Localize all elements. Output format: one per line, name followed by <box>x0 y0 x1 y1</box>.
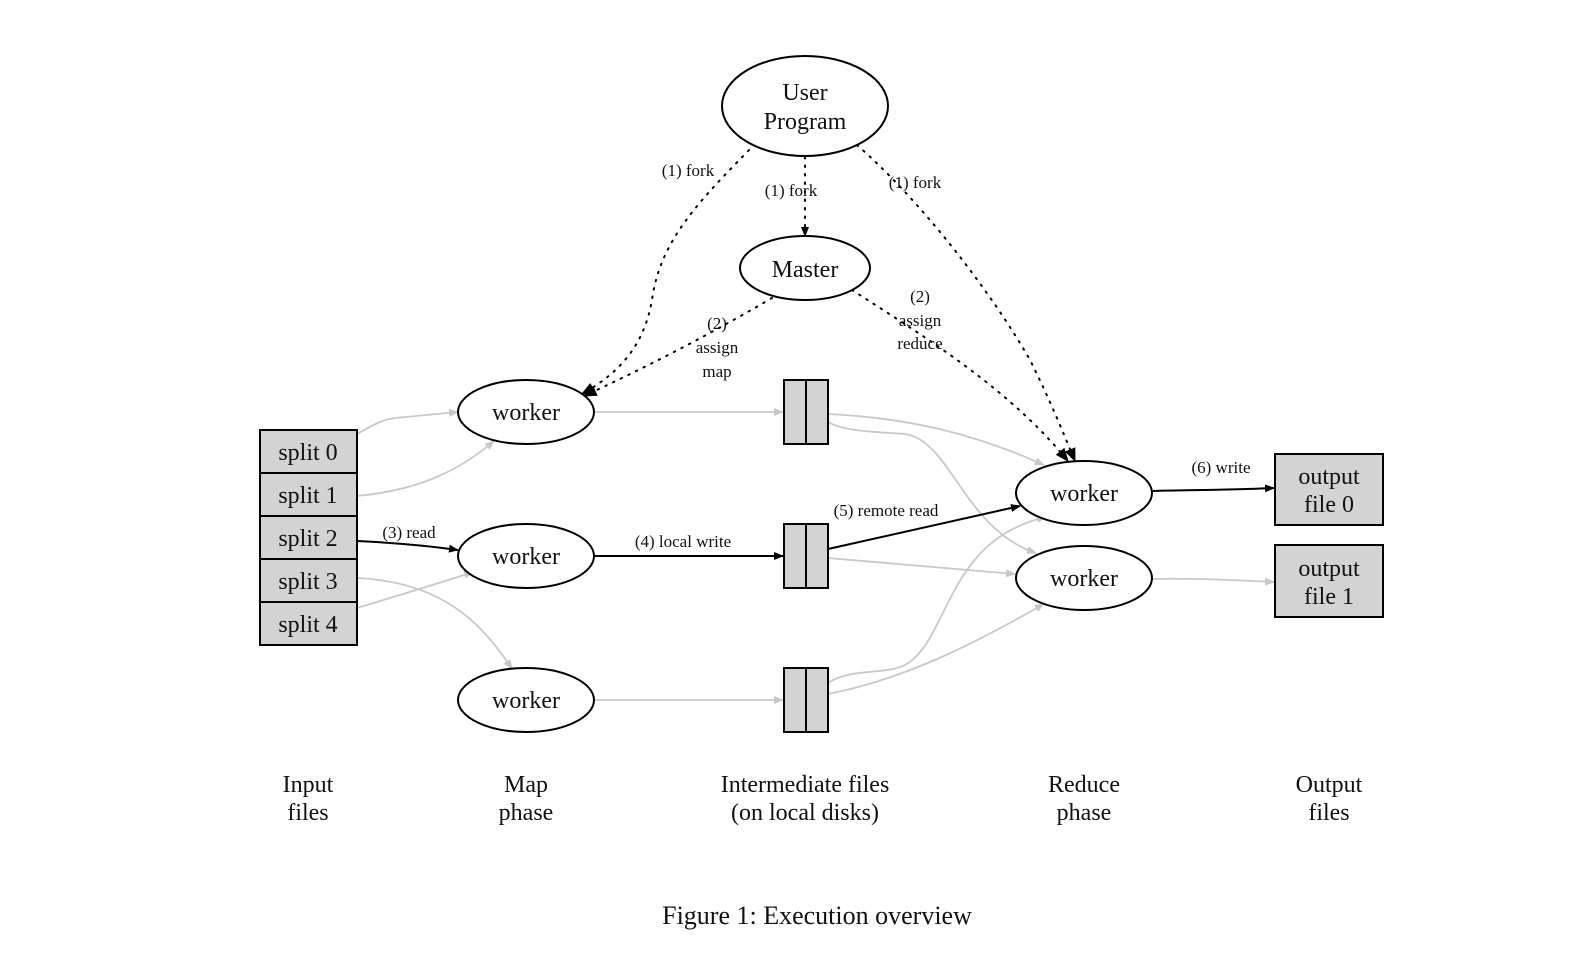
intermediate-file-1 <box>783 379 829 445</box>
user-program-line2: Program <box>764 109 847 135</box>
output-file-1-line1: output <box>1298 556 1360 582</box>
input-col-line1: Input <box>283 772 334 798</box>
read-label: (3) read <box>382 523 436 542</box>
worker-label: worker <box>1050 481 1118 507</box>
assign-map-line2: assign <box>696 338 739 357</box>
gray-edges <box>356 408 1275 704</box>
column-labels: Input files Map phase Intermediate files… <box>283 772 1363 826</box>
map-worker-1: worker <box>457 379 595 445</box>
reduce-worker-1: worker <box>1015 460 1153 526</box>
worker-label: worker <box>492 544 560 570</box>
split-3-label: split 3 <box>278 569 337 595</box>
edge-split2-worker2 <box>356 540 459 553</box>
assign-reduce-line3: reduce <box>897 334 942 353</box>
edge-assign-reduce <box>851 289 1069 463</box>
reduce-worker-2: worker <box>1015 545 1153 611</box>
split-0-label: split 0 <box>278 440 337 466</box>
reduce-col-line1: Reduce <box>1048 772 1120 798</box>
edge-split4-worker2 <box>356 571 474 609</box>
write-label: (6) write <box>1191 458 1250 477</box>
edge-reduce2-output1 <box>1152 577 1275 586</box>
output-file-0-line1: output <box>1298 464 1360 490</box>
intermediate-file-2 <box>783 523 829 589</box>
input-splits: split 0 split 1 split 2 split 3 split 4 <box>259 429 358 646</box>
output-col-line1: Output <box>1296 772 1363 798</box>
edge-file3-reduce2 <box>827 603 1045 695</box>
worker-label: worker <box>492 688 560 714</box>
assign-map-line1: (2) <box>707 314 727 333</box>
edge-reduce1-output0 <box>1152 484 1275 493</box>
fork-right-label: (1) fork <box>889 173 942 192</box>
map-col-line2: phase <box>499 800 554 826</box>
output-file-1: output file 1 <box>1274 544 1384 618</box>
map-worker-3: worker <box>457 667 595 733</box>
output-col-line2: files <box>1308 800 1349 826</box>
edge-split0-worker1 <box>356 408 459 435</box>
assign-reduce-line2: assign <box>899 311 942 330</box>
output-file-0: output file 0 <box>1274 453 1384 526</box>
edge-file1-reduce1 <box>827 413 1045 466</box>
edge-assign-map <box>582 297 773 397</box>
master-node: Master <box>739 235 871 301</box>
intermediate-col-line2: (on local disks) <box>731 800 879 826</box>
edge-file2-reduce2 <box>827 557 1016 578</box>
local-write-label: (4) local write <box>635 532 731 551</box>
assign-reduce-line1: (2) <box>910 287 930 306</box>
worker-label: worker <box>1050 566 1118 592</box>
edge-split3-worker3 <box>356 577 513 670</box>
split-4-label: split 4 <box>278 612 337 638</box>
intermediate-col-line1: Intermediate files <box>721 772 890 798</box>
edge-file1-reduce2 <box>827 421 1037 555</box>
reduce-col-line2: phase <box>1057 800 1112 826</box>
user-program-node: User Program <box>721 55 889 157</box>
intermediate-file-3 <box>783 667 829 733</box>
remote-read-label: (5) remote read <box>834 501 939 520</box>
user-program-line1: User <box>782 80 827 106</box>
output-file-0-line2: file 0 <box>1304 492 1354 518</box>
edge-split1-worker1 <box>356 440 495 497</box>
fork-left-label: (1) fork <box>662 161 715 180</box>
output-file-1-line2: file 1 <box>1304 584 1354 610</box>
dark-edges <box>356 484 1275 560</box>
split-2-label: split 2 <box>278 526 337 552</box>
map-col-line1: Map <box>504 772 548 798</box>
assign-map-line3: map <box>702 362 731 381</box>
edge-file2-reduce1 <box>827 504 1021 550</box>
edge-file3-reduce1 <box>827 515 1047 684</box>
split-1-label: split 1 <box>278 483 337 509</box>
input-col-line2: files <box>287 800 328 826</box>
figure-caption: Figure 1: Execution overview <box>662 901 972 930</box>
map-worker-2: worker <box>457 523 595 589</box>
fork-mid-label: (1) fork <box>765 181 818 200</box>
dotted-edges <box>580 143 1076 463</box>
master-label: Master <box>772 257 839 283</box>
edge-fork-right <box>856 144 1076 463</box>
edge-labels: (1) fork (1) fork (1) fork (2) assign ma… <box>382 161 1250 551</box>
worker-label: worker <box>492 400 560 426</box>
